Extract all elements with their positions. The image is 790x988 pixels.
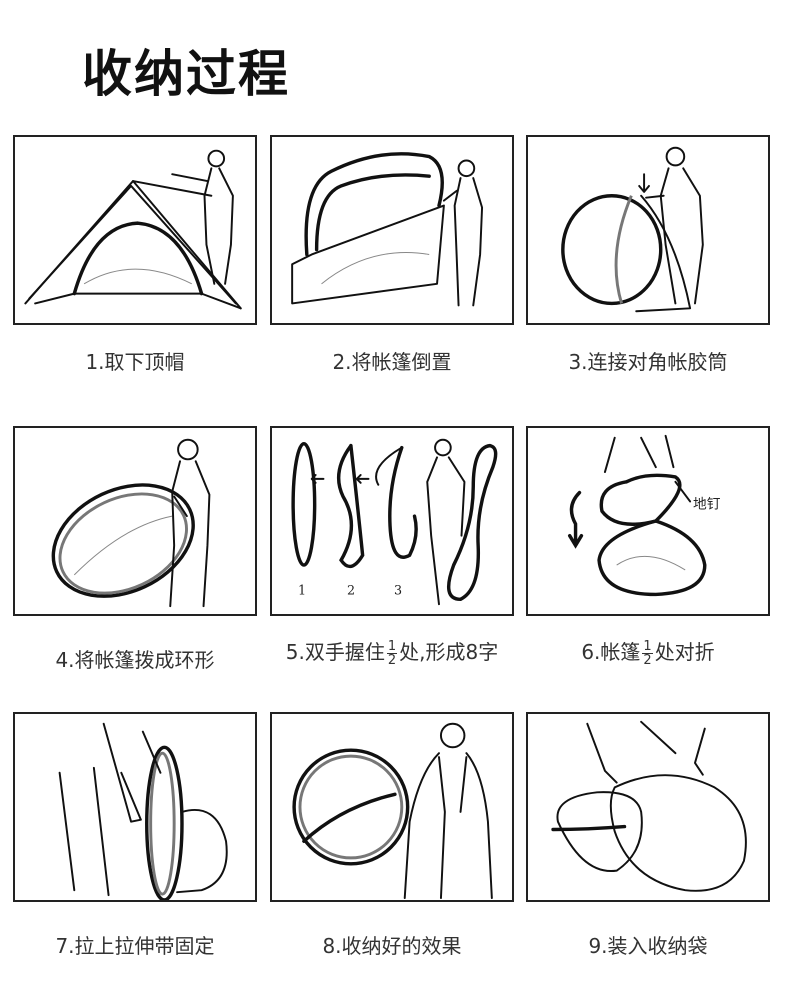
step-4-caption: 4.将帐篷拨成环形 bbox=[55, 648, 215, 672]
tent-ring-figure bbox=[51, 438, 211, 608]
sub-label-1: 1 bbox=[298, 582, 306, 597]
step-9-illustration bbox=[526, 712, 770, 902]
step-8-illustration bbox=[270, 712, 514, 902]
step-5-caption-post: 处,形成8字 bbox=[399, 640, 499, 664]
packed-result-figure bbox=[292, 722, 493, 900]
step-3-illustration bbox=[526, 135, 770, 325]
step-1-caption: 1.取下顶帽 bbox=[85, 350, 185, 374]
tent-dome-figure bbox=[24, 149, 242, 310]
step-6-illustration: 地钉 bbox=[526, 426, 770, 616]
fraction-numerator: 1 bbox=[386, 639, 398, 654]
step-4-illustration bbox=[13, 426, 257, 616]
fraction-denominator: 2 bbox=[387, 653, 397, 668]
fraction-denominator: 2 bbox=[643, 653, 652, 668]
figure-eight-steps: 1 2 3 bbox=[291, 438, 498, 606]
step-9-caption: 9.装入收纳袋 bbox=[588, 934, 708, 958]
step-6-caption-pre: 6.帐篷 bbox=[581, 640, 641, 664]
sub-label-2: 2 bbox=[347, 582, 355, 597]
step-5-caption-pre: 5.双手握住 bbox=[285, 640, 385, 664]
step-2-illustration bbox=[270, 135, 514, 325]
step-5-illustration: 1 2 3 bbox=[270, 426, 514, 616]
annotation-stake: 地钉 bbox=[693, 496, 721, 512]
step-3-caption: 3.连接对角帐胶筒 bbox=[568, 350, 728, 374]
step-8-caption: 8.收纳好的效果 bbox=[322, 934, 462, 958]
tent-fold-figure: 地钉 bbox=[567, 434, 721, 597]
step-1-illustration bbox=[13, 135, 257, 325]
step-7-caption: 7.拉上拉伸带固定 bbox=[55, 934, 215, 958]
step-2-caption: 2.将帐篷倒置 bbox=[332, 350, 452, 374]
tent-corner-join-figure bbox=[561, 146, 704, 313]
fraction-numerator: 1 bbox=[642, 639, 653, 654]
page-title: 收纳过程 bbox=[82, 45, 290, 103]
strap-fasten-figure bbox=[58, 722, 228, 900]
sub-label-3: 3 bbox=[394, 582, 402, 597]
step-6-caption-post: 处对折 bbox=[654, 640, 715, 664]
step-7-illustration bbox=[13, 712, 257, 902]
bag-insert-figure bbox=[551, 720, 747, 892]
tent-inverted-figure bbox=[291, 152, 484, 307]
